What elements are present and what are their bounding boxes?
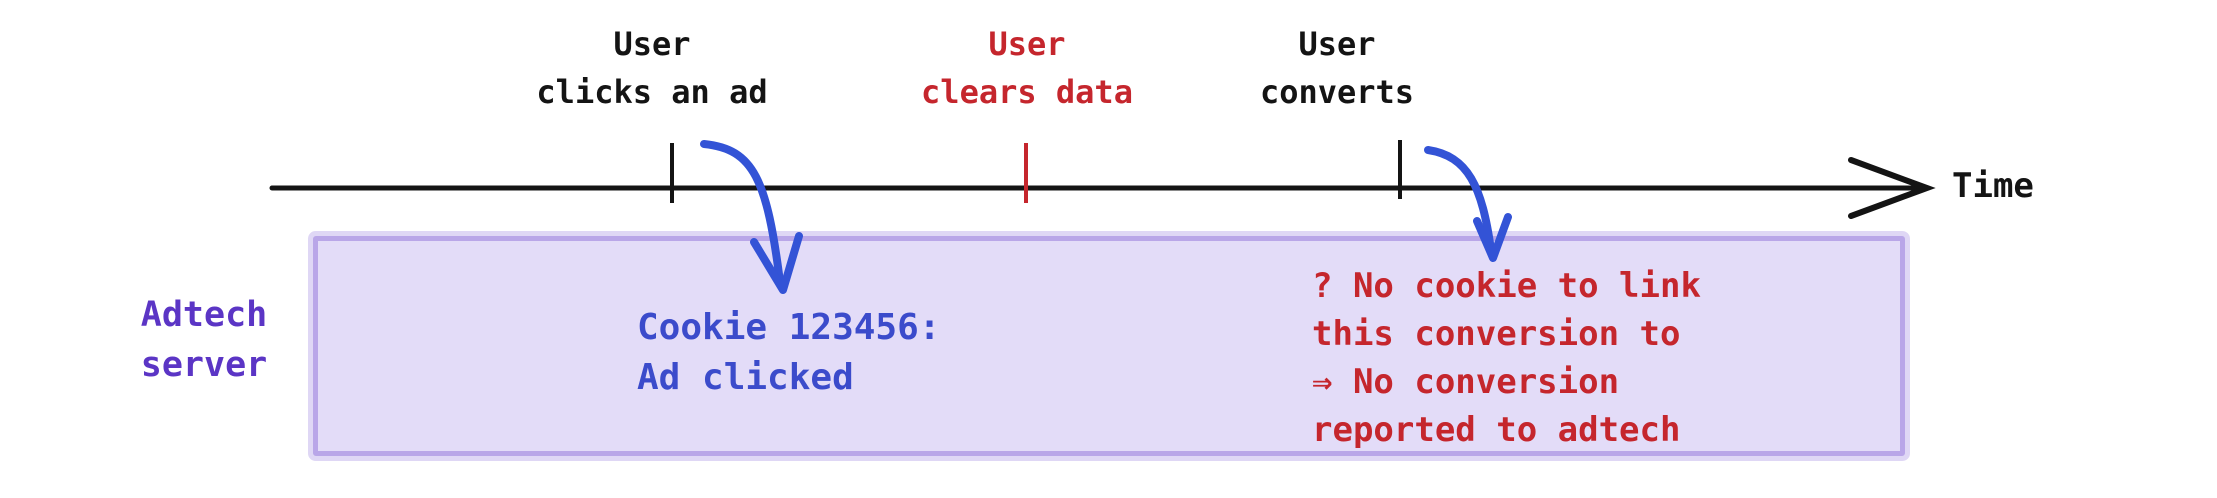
event-label-line: User xyxy=(1298,25,1376,63)
arrow-convert-to-note-icon xyxy=(1424,146,1495,254)
conversion-note-line: ⇒ No conversion xyxy=(1312,362,1620,402)
cookie-note-line: Cookie 123456: xyxy=(637,307,941,348)
event-label-line: User xyxy=(988,25,1066,63)
no-conversion-note: ? No cookie to link this conversion to ⇒… xyxy=(1312,262,1701,454)
adtech-server-box xyxy=(313,236,1905,456)
event-label-line: clears data xyxy=(921,73,1133,111)
conversion-note-line: this conversion to xyxy=(1312,314,1681,354)
event-label-line: clicks an ad xyxy=(536,73,768,111)
conversion-note-line: reported to adtech xyxy=(1312,410,1681,450)
event-label-line: converts xyxy=(1259,73,1415,111)
event-label-user-converts: User converts xyxy=(1260,20,1414,116)
event-label-user-clicks-ad: User clicks an ad xyxy=(536,20,767,116)
event-label-line: User xyxy=(613,25,691,63)
axis-arrowhead-icon xyxy=(1848,157,1936,219)
axis-label-time: Time xyxy=(1952,166,2034,206)
adtech-server-label-line: server xyxy=(140,345,268,385)
adtech-server-label: Adtech server xyxy=(141,290,267,390)
adtech-server-label-line: Adtech xyxy=(140,295,268,335)
cookie-note-line: Ad clicked xyxy=(637,357,854,398)
event-label-user-clears-data: User clears data xyxy=(921,20,1133,116)
cookie-logged-note: Cookie 123456: Ad clicked xyxy=(637,303,940,403)
conversion-note-line: ? No cookie to link xyxy=(1312,266,1701,306)
